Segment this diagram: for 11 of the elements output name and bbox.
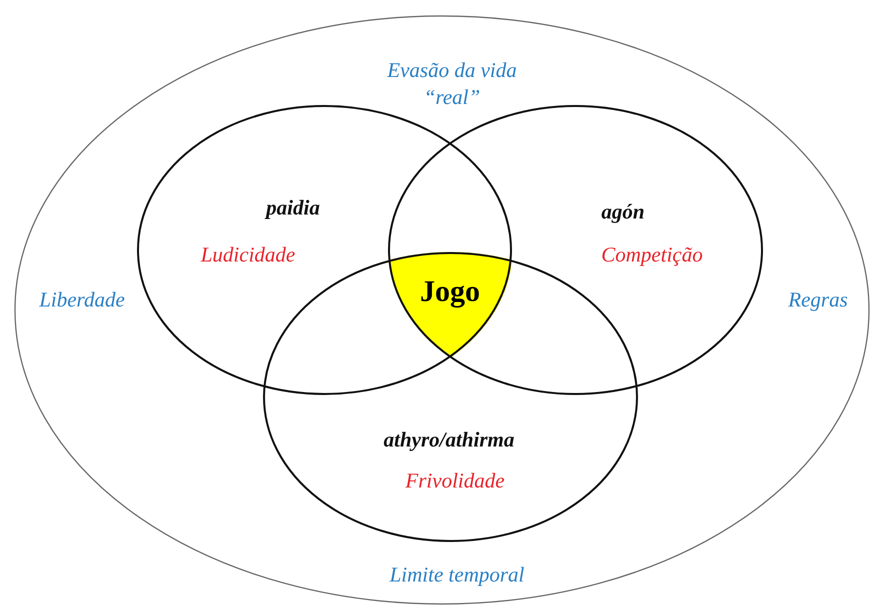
term-label: agón (600, 198, 646, 226)
outer-label: Evasão da vida “real” (386, 57, 518, 111)
term-label: athyro/athirma (382, 426, 516, 454)
center-label: Jogo (418, 274, 481, 310)
term-label: paidia (264, 194, 321, 222)
concept-label: Competição (600, 242, 704, 268)
concept-label: Ludicidade (200, 242, 296, 268)
concept-label: Frivolidade (404, 468, 506, 494)
outer-label: Limite temporal (388, 562, 526, 588)
outer-label: Liberdade (38, 286, 126, 314)
outer-label: Regras (787, 286, 849, 314)
